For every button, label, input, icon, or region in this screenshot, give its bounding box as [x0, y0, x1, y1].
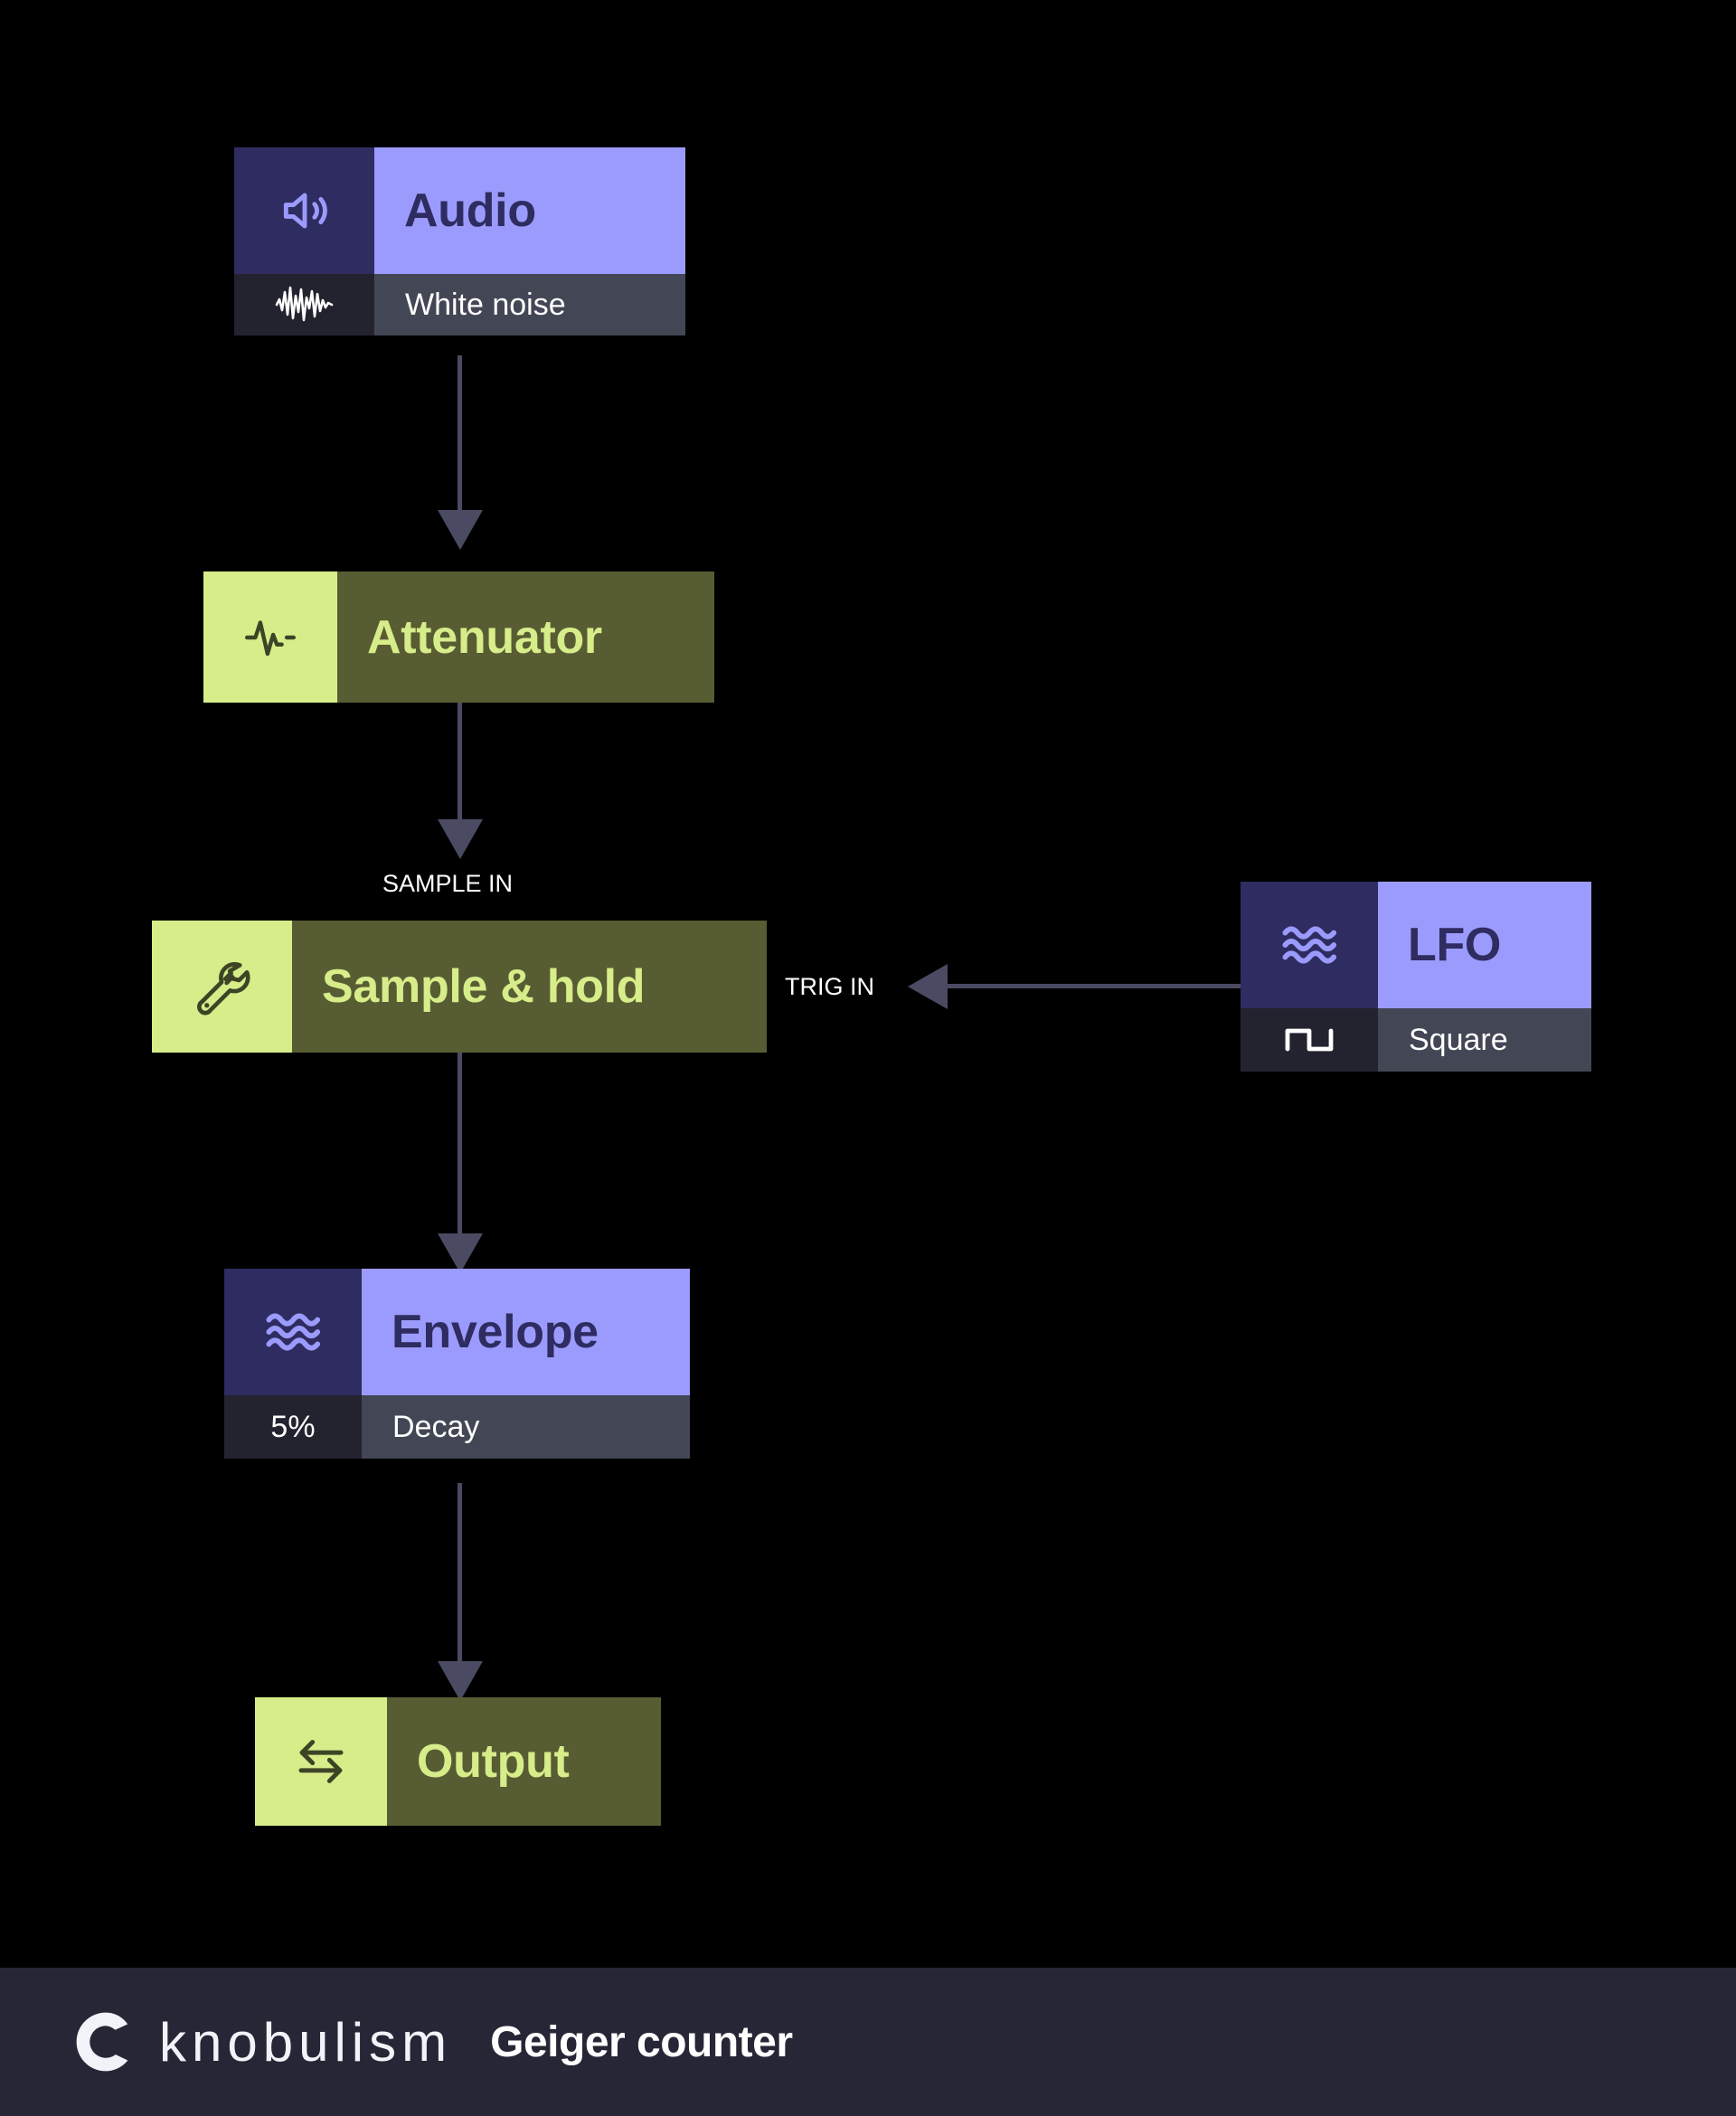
- node-lfo-param[interactable]: Square: [1241, 1008, 1591, 1072]
- port-label-trig-in: TRIG IN: [785, 973, 874, 1000]
- wrench-icon: [152, 921, 292, 1053]
- node-attenuator-title: Attenuator: [337, 572, 714, 703]
- connector-audio-to-attenuator: [458, 355, 462, 510]
- node-envelope[interactable]: Envelope 5% Decay: [224, 1269, 690, 1459]
- node-lfo-title: LFO: [1378, 882, 1591, 1008]
- arrow-envelope-to-output: [438, 1661, 483, 1701]
- node-audio-param[interactable]: White noise: [234, 274, 685, 335]
- node-sample-and-hold-title: Sample & hold: [292, 921, 767, 1053]
- connector-attenuator-to-sh: [458, 703, 462, 819]
- speaker-icon: [234, 147, 374, 274]
- connector-envelope-to-output: [458, 1483, 462, 1661]
- arrow-lfo-to-sh: [908, 964, 948, 1009]
- transfer-arrows-icon: [255, 1697, 387, 1826]
- node-lfo-header: LFO: [1241, 882, 1591, 1008]
- arrow-audio-to-attenuator: [438, 510, 483, 550]
- knobulism-wordmark: knobulism: [159, 2011, 453, 2073]
- node-sample-and-hold[interactable]: Sample & hold: [152, 921, 767, 1053]
- knobulism-logo-icon: [71, 2007, 141, 2077]
- node-output-title: Output: [387, 1697, 661, 1826]
- node-lfo-param-label: Square: [1378, 1008, 1591, 1072]
- waves-icon: [224, 1269, 362, 1395]
- connector-lfo-to-sh: [948, 984, 1241, 988]
- node-envelope-title: Envelope: [362, 1269, 690, 1395]
- node-audio-param-label: White noise: [374, 274, 685, 335]
- connector-sh-to-envelope: [458, 1053, 462, 1233]
- node-audio[interactable]: Audio White noise: [234, 147, 685, 335]
- noise-waveform-icon: [234, 274, 374, 335]
- node-envelope-header: Envelope: [224, 1269, 690, 1395]
- node-attenuator-header: Attenuator: [203, 572, 714, 703]
- port-label-sample-in: SAMPLE IN: [382, 870, 514, 897]
- node-envelope-param-label: Decay: [362, 1395, 690, 1459]
- patch-title: Geiger counter: [490, 2017, 793, 2066]
- square-wave-icon: [1241, 1008, 1378, 1072]
- node-lfo[interactable]: LFO Square: [1241, 882, 1591, 1072]
- node-envelope-param[interactable]: 5% Decay: [224, 1395, 690, 1459]
- pulse-activity-icon: [203, 572, 337, 703]
- arrow-attenuator-to-sh: [438, 819, 483, 859]
- arrow-sh-to-envelope: [438, 1233, 483, 1273]
- node-audio-title: Audio: [374, 147, 685, 274]
- envelope-decay-value: 5%: [224, 1395, 362, 1459]
- node-output-header: Output: [255, 1697, 661, 1826]
- footer-bar: knobulism Geiger counter: [0, 1968, 1736, 2116]
- node-attenuator[interactable]: Attenuator: [203, 572, 714, 703]
- node-audio-header: Audio: [234, 147, 685, 274]
- node-sample-and-hold-header: Sample & hold: [152, 921, 767, 1053]
- node-output[interactable]: Output: [255, 1697, 661, 1826]
- waves-icon: [1241, 882, 1378, 1008]
